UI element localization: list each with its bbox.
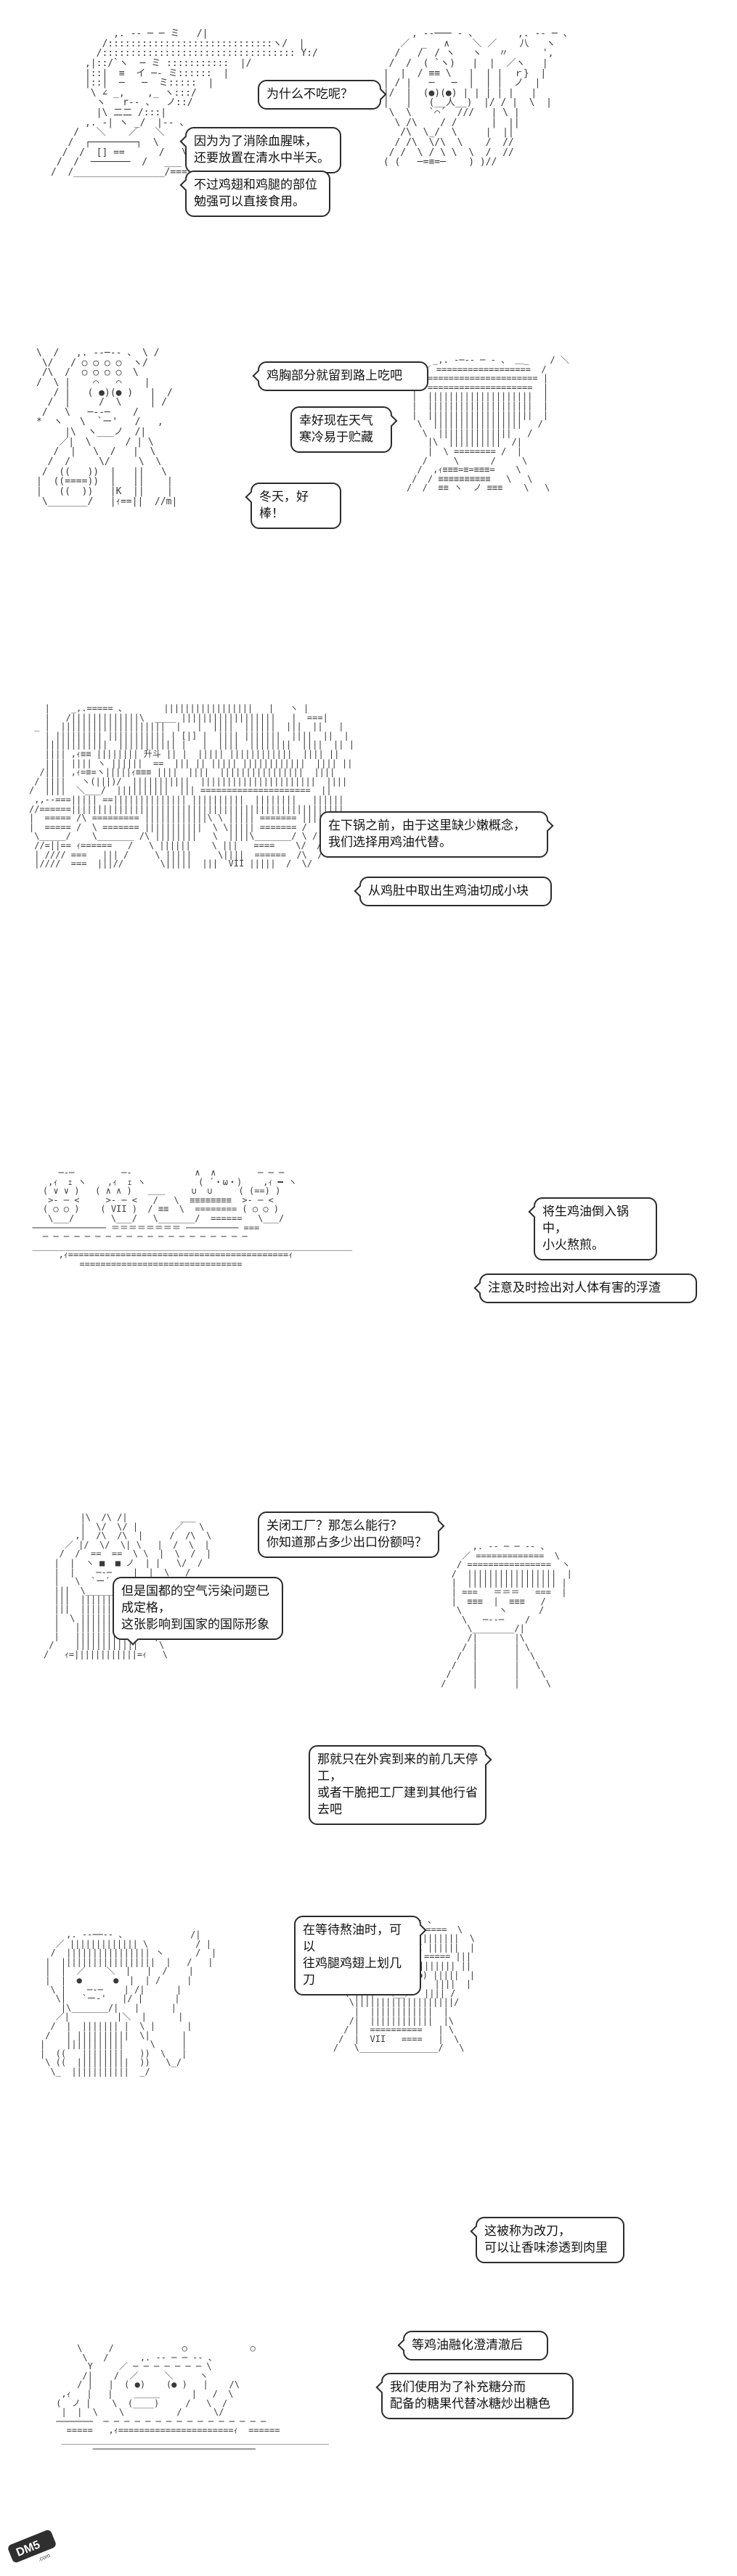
panel-5: |\ /\ /| ___ | \/ \/ | ／ \ ,| /\ /\ | / … — [0, 1498, 737, 1876]
speech-bubble-caramel-color: 我们使用为了补充糖分而 配备的糖果代替冰糖炒出糖色 — [381, 2373, 574, 2419]
speech-bubble-why-not-eat: 为什么不吃呢？ — [258, 80, 381, 110]
speech-bubble-breast-for-road: 鸡胸部分就留到路上吃吧 — [258, 361, 428, 391]
panel-2-artwork-right: _,. -─‐‐ ─ - 、 ＿_ / ＼ ／ ================… — [407, 355, 569, 493]
speech-bubble-wings-edible: 不过鸡翅和鸡腿的部位 勉强可以直接食用。 — [185, 171, 330, 217]
panel-6-artwork-left: ,. -‐──‐- 、 /| ／ ||||||||||||| \ / | / |… — [40, 1929, 217, 2077]
speech-bubble-cut-fat: 从鸡肚中取出生鸡油切成小块 — [359, 877, 552, 906]
speech-bubble-winter-great: 冬天，好棒！ — [251, 483, 341, 529]
panel-1: ,. -‐ ─ ─ ミ /| /::::::::::::::::::::::::… — [0, 0, 737, 312]
panel-4-artwork: ─‐─ ─‐ ∧ ∧ ─ ─ ─ ,ｨ ｪ ヽ ,ｨ ｪ ヽ ( ´・ω・) ,… — [32, 1168, 353, 1269]
speech-bubble-pour-fat: 将生鸡油倒入锅中， 小火熬煎。 — [534, 1197, 657, 1260]
panel-4: ─‐─ ─‐ ∧ ∧ ─ ─ ─ ,ｨ ｪ ヽ ,ｨ ｪ ヽ ( ´・ω・) ,… — [0, 1147, 737, 1480]
panel-5-artwork-right: ,. -‐ ─ ─ ‐- 、 ／ ============= \ / =====… — [441, 1541, 572, 1689]
dm5-logo-icon: DM5 .com — [8, 2530, 56, 2563]
panel-2: \ / ,. -‐─‐- 、 \ / \/ / ○ ○ ○ ○ ヽ/ /\ / … — [0, 341, 737, 675]
speech-bubble-score-meat: 在等待熬油时，可以 往鸡腿鸡翅上划几刀 — [294, 1916, 421, 1995]
panel-7: \ / ○ ○ \ / ,. -‐ ─ ─ ‐- 、 Y ／ ─ ─ ─ ─ ─… — [0, 2315, 737, 2576]
speech-bubble-fat-melts: 等鸡油融化澄清澈后 — [403, 2331, 548, 2360]
speech-bubble-air-pollution: 但是国都的空气污染问题已成定格， 这张影响到国家的国际形象 — [113, 1577, 283, 1640]
speech-bubble-use-chicken-fat: 在下锅之前，由于这里缺少嫩概念， 我们选择用鸡油代替。 — [319, 811, 548, 858]
panel-2-artwork-left: \ / ,. -‐─‐- 、 \ / \/ / ○ ○ ○ ○ ヽ/ /\ / … — [36, 348, 178, 507]
speech-bubble-close-factory: 关闭工厂？那怎么能行？ 你知道那占多少出口份额吗？ — [258, 1511, 439, 1558]
speech-bubble-remove-scum: 注意及时捡出对人体有害的浮渣 — [479, 1273, 697, 1303]
dm5-watermark-logo: DM5 .com — [6, 2525, 58, 2567]
panel-3: | _,.===== 、 ||||||||||||||||| | ヽ | | /… — [0, 697, 737, 1117]
speech-bubble-flavor-penetrate: 这被称为改刀， 可以让香味渗透到肉里 — [476, 2217, 624, 2263]
speech-bubble-soak-in-water: 因为为了消除血腥味， 还要放置在清水中半天。 — [185, 127, 341, 173]
panel-1-artwork-right: , -‐─── - 、 ,. -‐ ─ 、 ／ _ ∧ ＼ ／ 八 ヽ / / … — [383, 28, 573, 168]
svg-text:.com: .com — [37, 2552, 52, 2563]
speech-bubble-stop-before-guests: 那就只在外宾到来的前几天停工， 或者干脆把工厂建到其他行省去吧 — [309, 1745, 486, 1825]
panel-3-artwork: | _,.===== 、 ||||||||||||||||| | ヽ | | /… — [29, 703, 354, 869]
panel-6: ,. -‐──‐- 、 /| ／ ||||||||||||| \ / | / |… — [0, 1901, 737, 2293]
speech-bubble-cold-weather: 幸好现在天气 寒冷易于贮藏 — [290, 406, 392, 453]
panel-7-artwork: \ / ○ ○ \ / ,. -‐ ─ ─ ‐- 、 Y ／ ─ ─ ─ ─ ─… — [56, 2343, 329, 2454]
